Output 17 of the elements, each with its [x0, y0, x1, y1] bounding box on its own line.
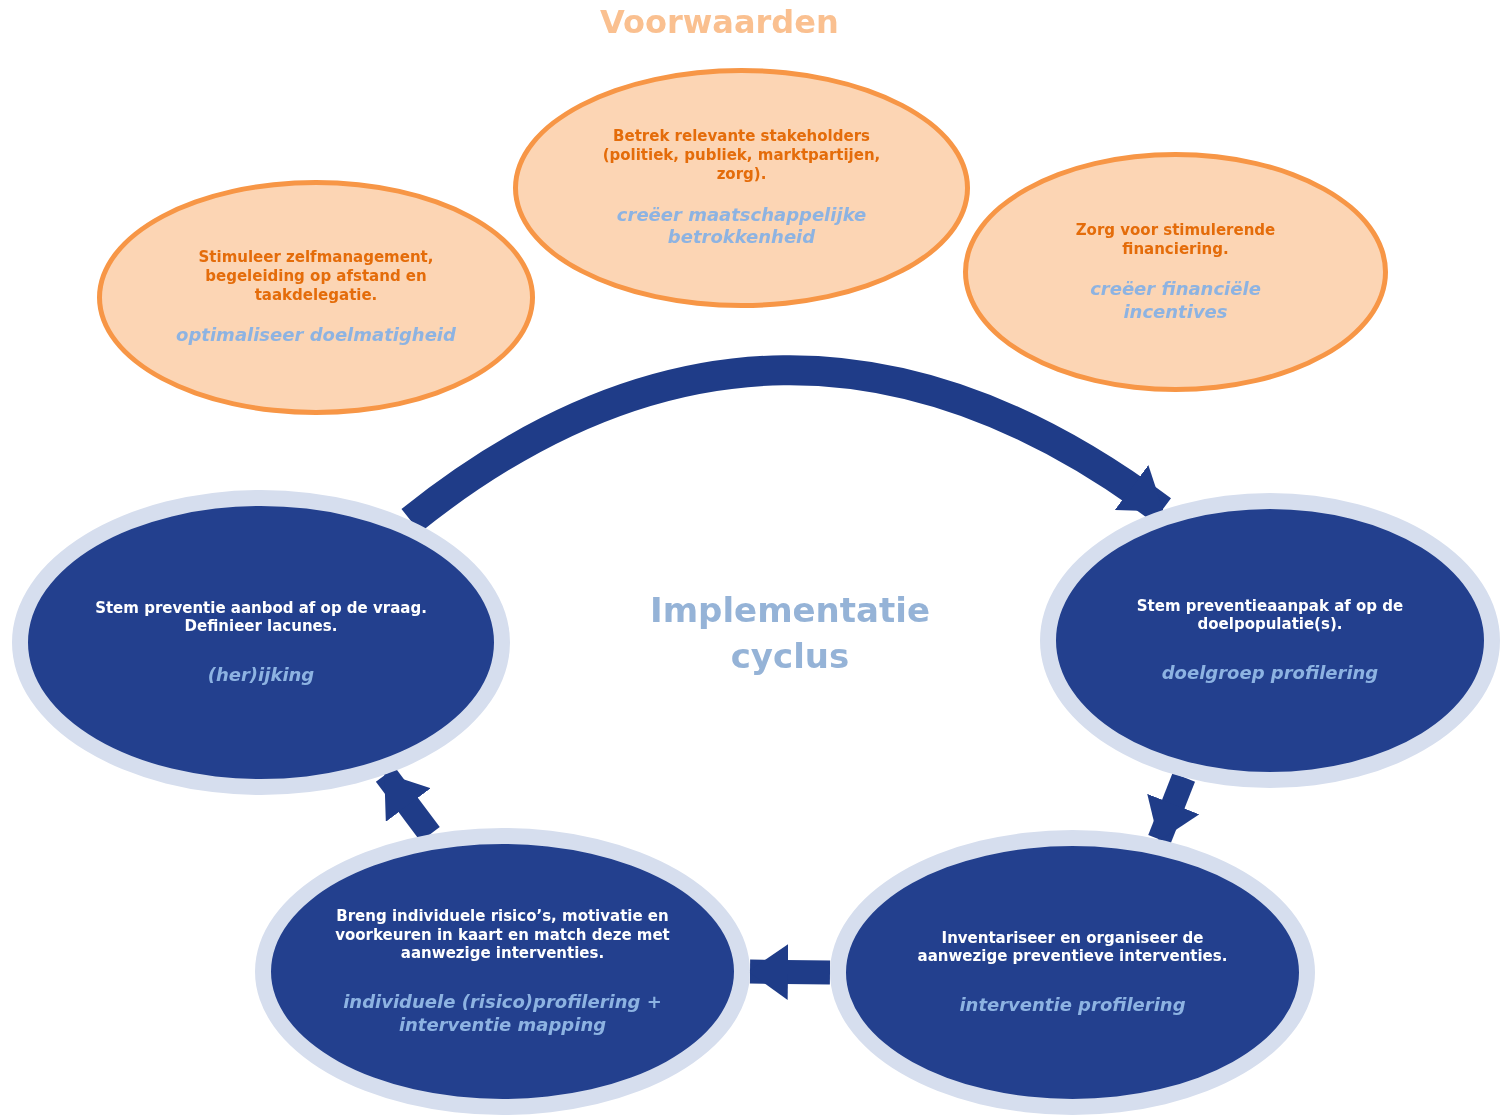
- step-subtitle: (her)ijking: [206, 664, 316, 687]
- step-subtitle: interventie profilering: [958, 994, 1187, 1017]
- step-text: Stem preventie aanbod af op de vraag. Definieer lacunes.: [94, 598, 428, 636]
- step-text: Breng individuele risico’s, motivatie en voorkeuren in kaart en match deze met aanwezige interventies.: [334, 906, 671, 964]
- diagram-title: Voorwaarden: [600, 6, 839, 38]
- arrow: [748, 944, 831, 1000]
- step-subtitle: creëer maatschappelijke betrokkenheid: [615, 203, 868, 249]
- step-subtitle: doelgroep profilering: [1160, 662, 1380, 685]
- center-label: Implementatie cyclus: [649, 589, 931, 678]
- step-text: Zorg voor stimulerende financiering.: [1074, 220, 1277, 259]
- step-text: Inventariseer en organiseer de aanwezige preventieve interventies.: [916, 928, 1229, 966]
- step-text: Stem preventieaanpak af op de doelpopulatie(s).: [1135, 596, 1405, 634]
- step-subtitle: individuele (risico)profilering + interventie mapping: [342, 991, 663, 1037]
- step-text: Stimuleer zelfmanagement, begeleiding op afstand en taakdelegatie.: [197, 248, 435, 305]
- step-subtitle: creëer financiële incentives: [1089, 278, 1262, 324]
- step-text: Betrek relevante stakeholders (politiek, publiek, marktpartijen, zorg).: [601, 127, 882, 184]
- step-subtitle: optimaliseer doelmatigheid: [175, 324, 457, 347]
